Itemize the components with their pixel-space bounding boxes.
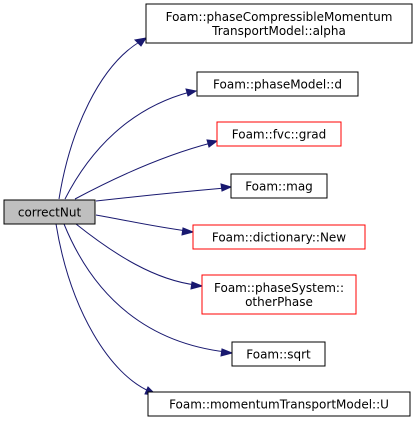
edge-to-otherphase-arrow <box>190 281 204 290</box>
edge-to-mag <box>95 187 226 202</box>
node-phasesystem-otherphase[interactable]: Foam::phaseSystem::otherPhase <box>201 274 357 315</box>
edge-to-mag-arrow <box>220 183 233 192</box>
edge-to-alpha <box>58 40 142 200</box>
node-momentumtransportmodel-u[interactable]: Foam::momentumTransportModel::U <box>147 391 411 417</box>
node-phasesystem-otherphase-box <box>201 274 357 315</box>
node-momentumtransportmodel-u-label-line-1: Foam::momentumTransportModel::U <box>169 398 389 412</box>
node-mag[interactable]: Foam::mag <box>230 173 328 199</box>
edge-to-alpha-arrow <box>133 37 148 47</box>
node-phasecompressible-alpha[interactable]: Foam::phaseCompressibleMomentumTransport… <box>145 3 413 44</box>
node-momentumtransportmodel-u-box <box>147 391 411 417</box>
root-node-box <box>3 199 96 225</box>
root-node-correctnut[interactable]: correctNut <box>3 199 96 225</box>
node-sqrt[interactable]: Foam::sqrt <box>231 341 326 367</box>
node-dictionary-new-label-line-1: Foam::dictionary::New <box>212 231 346 245</box>
node-phasecompressible-alpha-label-line-1: Foam::phaseCompressibleMomentum <box>166 10 393 24</box>
node-phasesystem-otherphase-label-line-1: Foam::phaseSystem:: <box>214 281 344 295</box>
node-dictionary-new[interactable]: Foam::dictionary::New <box>192 224 366 250</box>
node-fvc-grad-label-line-1: Foam::fvc::grad <box>232 128 326 142</box>
edge-to-fvc-grad <box>74 142 212 200</box>
node-phasemodel-d-label-line-1: Foam::phaseModel::d <box>213 78 342 92</box>
edge-to-phasemodel-d <box>64 91 191 200</box>
edge-to-fvc-grad-arrow <box>206 139 219 148</box>
edge-to-momentumtransport-u <box>55 223 152 393</box>
node-phasemodel-d[interactable]: Foam::phaseModel::d <box>196 71 359 97</box>
edge-to-sqrt <box>63 223 227 353</box>
edge-to-otherphase <box>75 223 197 286</box>
edge-to-sqrt-arrow <box>220 348 234 357</box>
node-fvc-grad[interactable]: Foam::fvc::grad <box>216 121 342 147</box>
node-phasecompressible-alpha-label-line-2: TransportModel::alpha <box>211 24 346 38</box>
node-phasemodel-d-box <box>196 71 359 97</box>
node-mag-label-line-1: Foam::mag <box>245 180 313 194</box>
node-phasesystem-otherphase-label-line-2: otherPhase <box>245 295 313 309</box>
node-sqrt-label-line-1: Foam::sqrt <box>246 348 311 362</box>
call-edges <box>55 37 234 396</box>
edge-to-phasemodel-d-arrow <box>185 88 198 97</box>
root-node-label: correctNut <box>18 206 82 220</box>
node-mag-box <box>230 173 328 199</box>
node-fvc-grad-box <box>216 121 342 147</box>
edge-to-dictionary-new-arrow <box>181 227 195 236</box>
edge-to-dictionary-new <box>95 214 188 232</box>
node-phasecompressible-alpha-box <box>145 3 413 44</box>
node-sqrt-box <box>231 341 326 367</box>
node-dictionary-new-box <box>192 224 366 250</box>
